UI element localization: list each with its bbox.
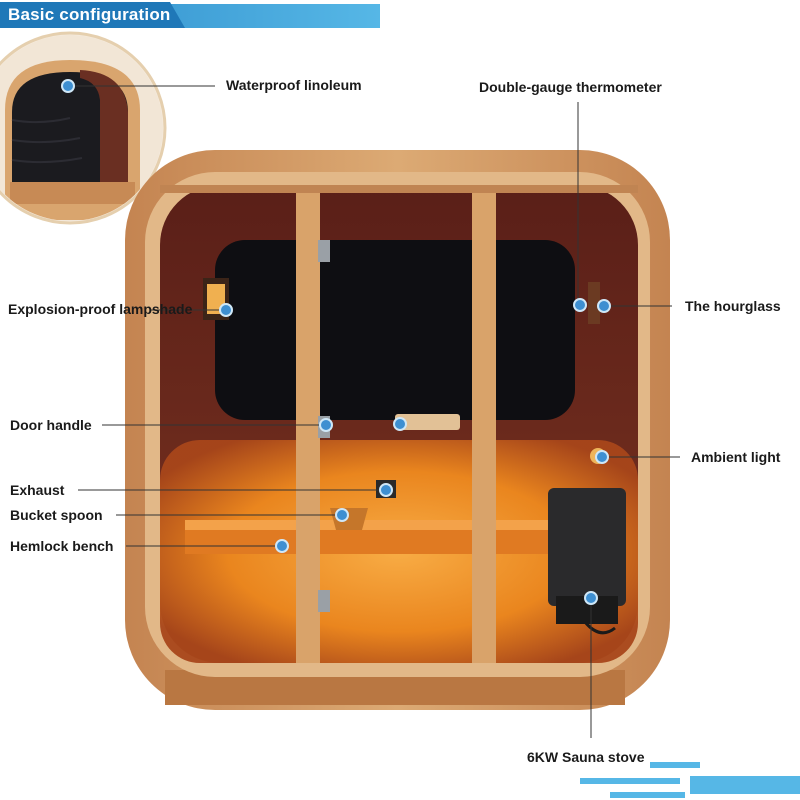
page-title: Basic configuration (8, 5, 171, 24)
leader-lines (68, 85, 680, 738)
label-the-hourglass: The hourglass (685, 298, 781, 314)
label-double-gauge-thermometer: Double-gauge thermometer (479, 79, 662, 95)
label-sauna-stove: 6KW Sauna stove (527, 749, 645, 765)
decorative-stripes (580, 762, 800, 798)
label-explosion-proof-lampshade: Explosion-proof lampshade (8, 301, 193, 317)
label-hemlock-bench: Hemlock bench (10, 538, 114, 554)
roof-detail-inset (0, 31, 167, 225)
label-ambient-light: Ambient light (691, 449, 781, 465)
label-door-handle: Door handle (10, 417, 92, 433)
label-exhaust: Exhaust (10, 482, 65, 498)
label-bucket-spoon: Bucket spoon (10, 507, 103, 523)
label-waterproof-linoleum: Waterproof linoleum (226, 77, 362, 93)
callout-markers (61, 79, 611, 605)
